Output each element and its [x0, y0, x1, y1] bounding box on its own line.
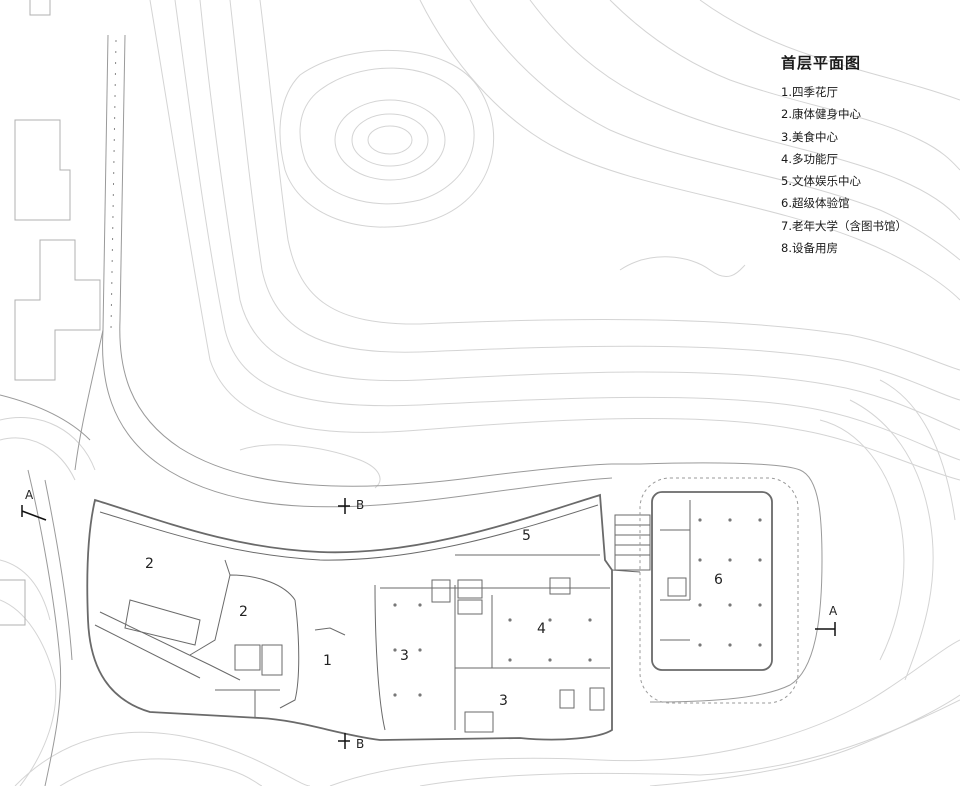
section-labels: A A B B: [25, 488, 838, 751]
connector-bridge: [611, 514, 651, 573]
section-a-left: A: [25, 488, 34, 502]
room-label-6: 6: [714, 572, 723, 588]
room-label-1: 1: [323, 653, 332, 669]
legend: 首层平面图 1.四季花厅 2.康体健身中心 3.美食中心 4.多功能厅 5.文体…: [781, 52, 951, 259]
legend-item: 6.超级体验馆: [781, 196, 850, 211]
room-label-3b: 3: [499, 693, 508, 709]
room-label-4: 4: [537, 621, 546, 637]
road-edge-dashes: [110, 39, 117, 331]
legend-item: 8.设备用房: [781, 241, 838, 256]
legend-item: 3.美食中心: [781, 129, 838, 144]
building-six: [639, 477, 799, 704]
legend-item: 1.四季花厅: [781, 85, 838, 99]
legend-title: 首层平面图: [781, 54, 862, 72]
room-label-2a: 2: [145, 556, 154, 572]
road-lines: [0, 34, 823, 786]
legend-item: 2.康体健身中心: [781, 107, 861, 122]
section-markers: [21, 498, 836, 749]
section-b-top: B: [356, 498, 364, 512]
adjacent-buildings: [0, 0, 101, 626]
main-building: [86, 493, 613, 741]
legend-item: 5.文体娱乐中心: [781, 174, 861, 189]
room-label-2b: 2: [239, 604, 248, 620]
room-labels: 1 2 2 3 3 4 5 6: [145, 528, 723, 709]
room-label-3a: 3: [400, 648, 409, 664]
section-a-right: A: [829, 604, 838, 618]
legend-item: 4.多功能厅: [781, 151, 838, 166]
section-b-bottom: B: [356, 737, 364, 751]
column-grid: [393, 518, 762, 697]
room-label-5: 5: [522, 528, 531, 544]
legend-item: 7.老年大学（含图书馆）: [781, 218, 907, 233]
